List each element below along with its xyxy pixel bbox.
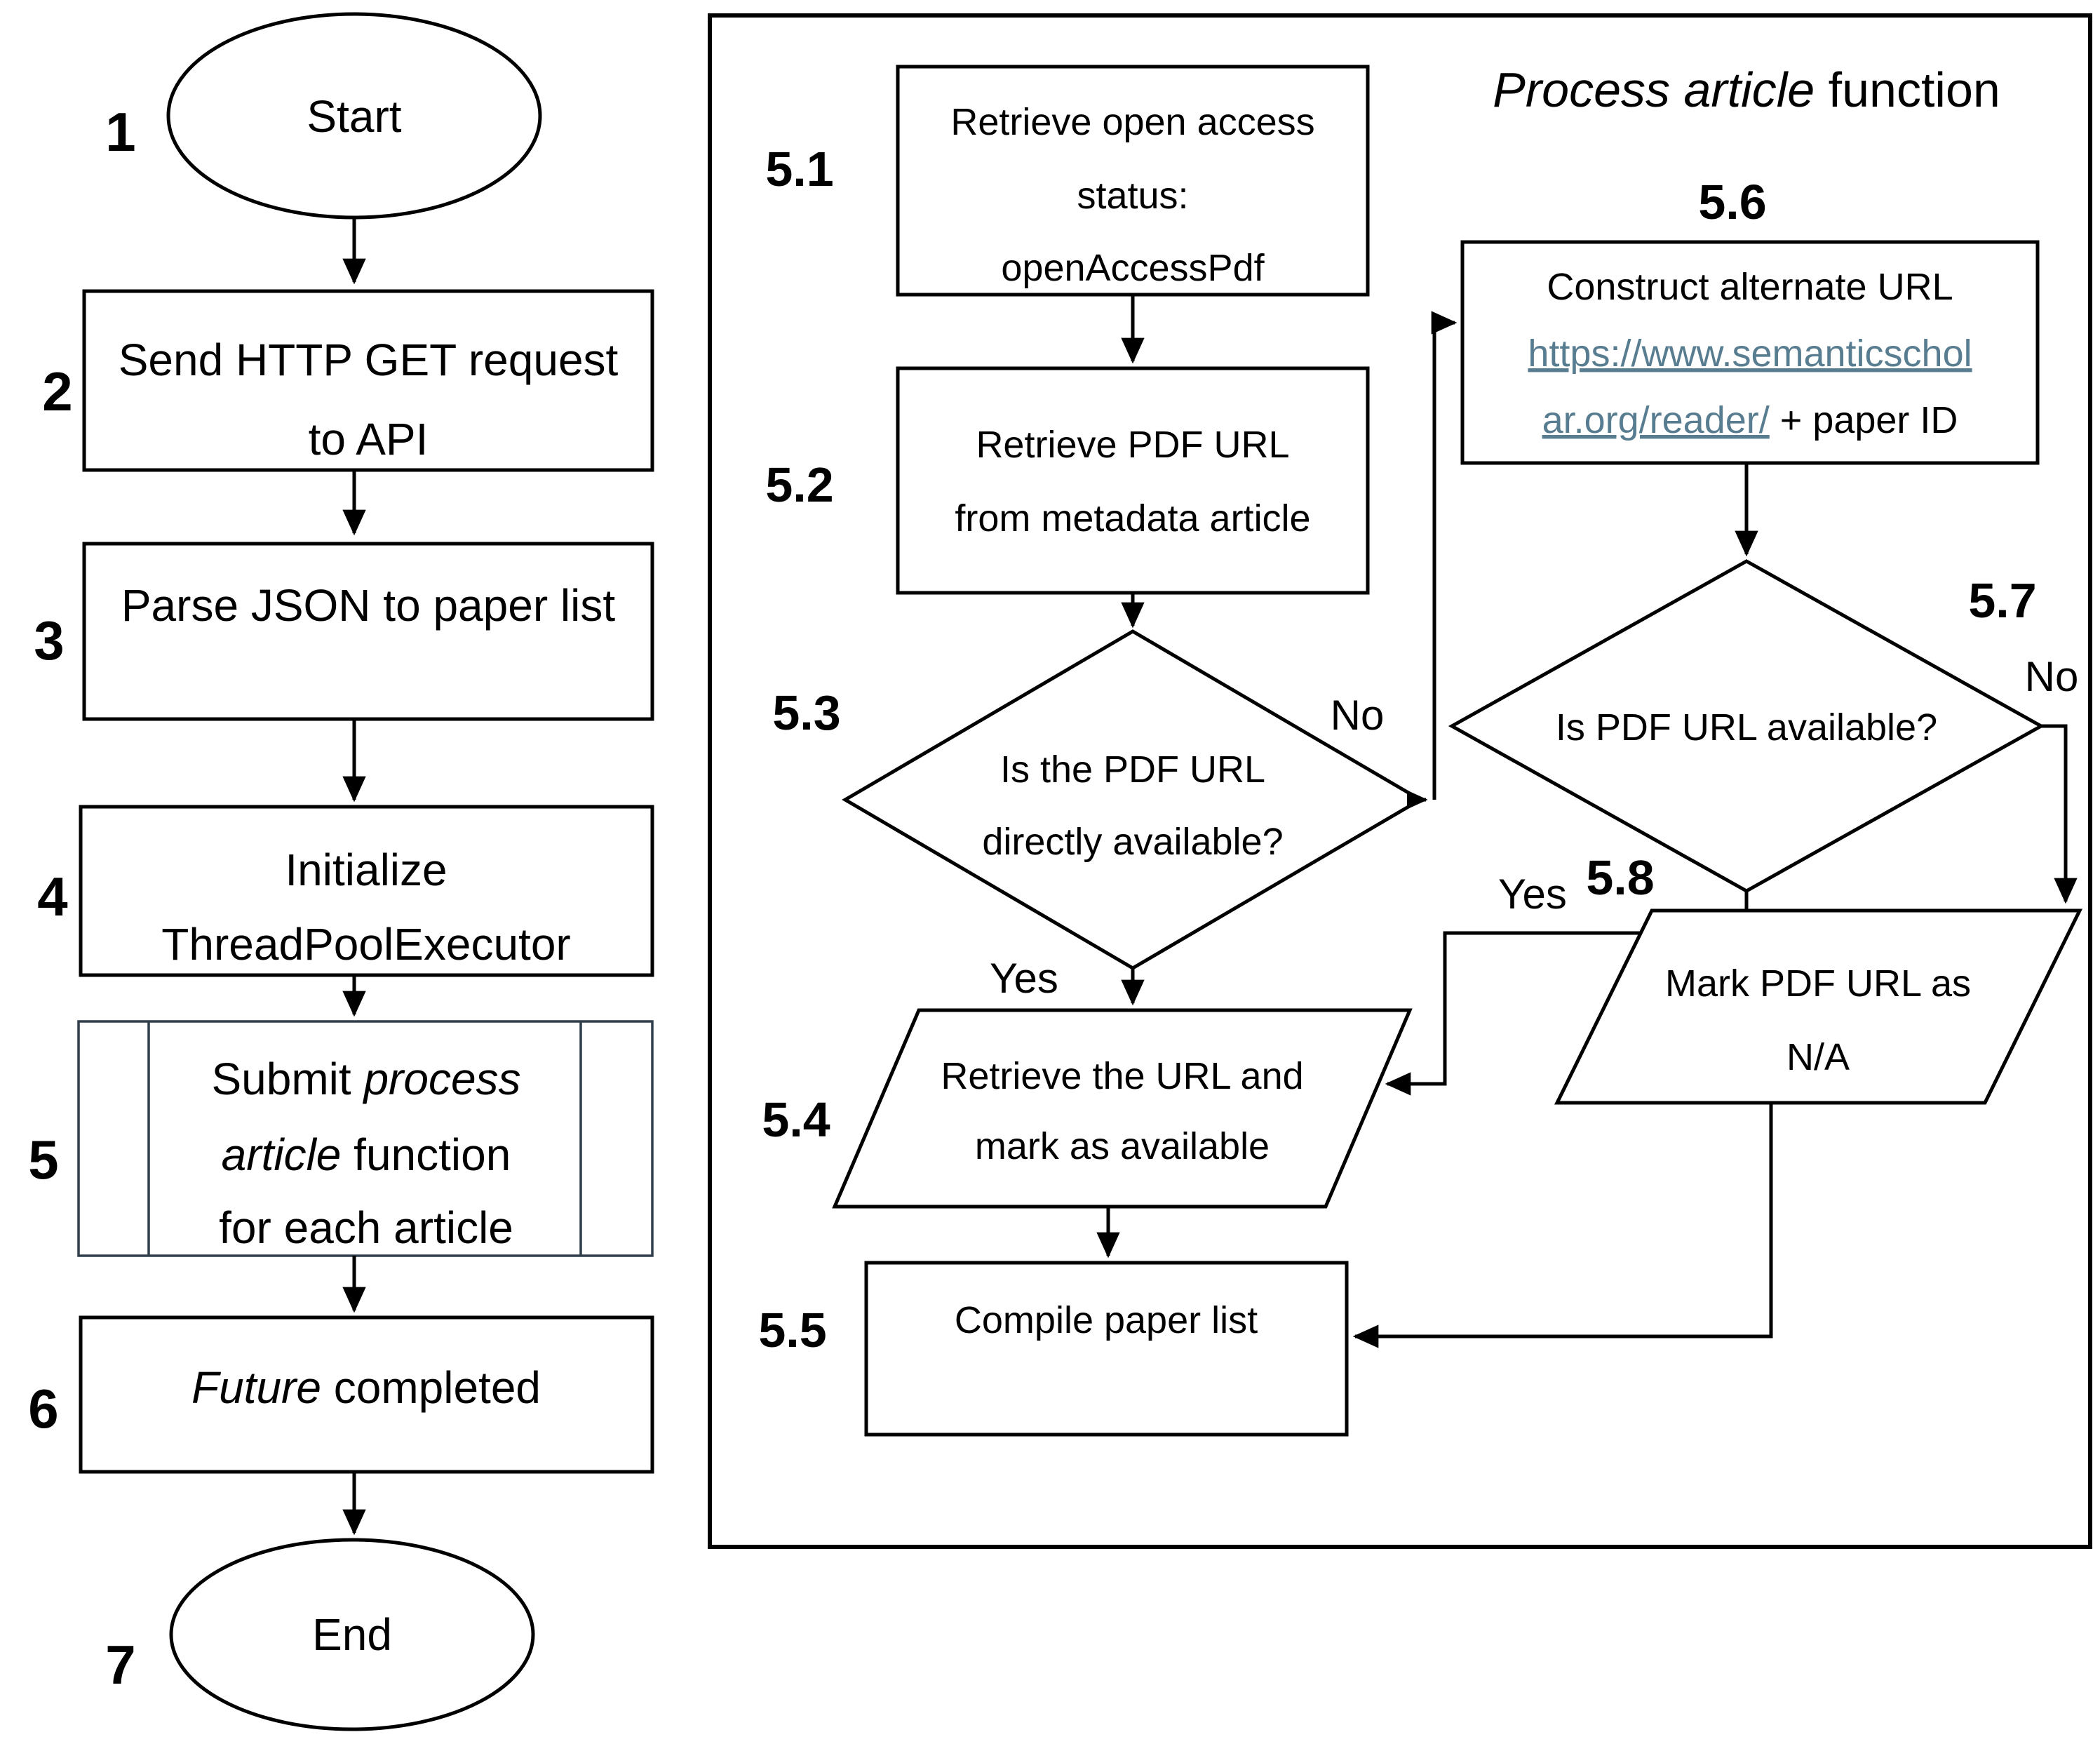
step-number-5-6: 5.6	[1698, 175, 1766, 229]
node-5-1-retrieve-open-access	[896, 65, 1370, 297]
paper-id-suffix: + paper ID	[1770, 399, 1958, 441]
node-5-8-line1: Mark PDF URL as	[1665, 962, 1971, 1005]
step-number-6: 6	[28, 1378, 58, 1440]
decision-5-7-no-label: No	[2025, 653, 2079, 700]
step-number-5: 5	[28, 1129, 58, 1190]
step-number-2: 2	[42, 361, 72, 422]
process-article-title: Process article function	[1493, 62, 2000, 117]
node-3-parse-json	[82, 542, 654, 721]
node-5-6-line3: ar.org/reader/ + paper ID	[1542, 399, 1958, 441]
node-5-line1: Submit process	[211, 1054, 520, 1104]
step-number-5-5: 5.5	[758, 1303, 826, 1357]
node-5-4-line1: Retrieve the URL and	[941, 1055, 1303, 1097]
node-5-8-line2: N/A	[1786, 1036, 1850, 1078]
node-5-2-line2: from metadata article	[955, 497, 1310, 539]
process-article-container	[708, 13, 2092, 1549]
step-number-5-1: 5.1	[765, 142, 833, 196]
end-label: End	[312, 1609, 392, 1660]
step-number-5-8: 5.8	[1586, 850, 1654, 905]
node-6-label: Future completed	[191, 1362, 541, 1413]
node-5-1-line1: Retrieve open access	[950, 101, 1314, 143]
step-number-5-7: 5.7	[1968, 573, 2036, 628]
decision-5-7-yes-label: Yes	[1498, 871, 1567, 918]
step-number-5-3: 5.3	[772, 685, 840, 740]
decision-5-3-pdf-url-directly-available	[842, 629, 1424, 970]
arrow-5-3-no-to-5-6	[1431, 311, 1458, 800]
arrow-5-8-to-5-5	[1352, 1103, 1773, 1348]
node-2-line2: to API	[309, 414, 429, 464]
semanticscholar-link-line1[interactable]: https://www.semanticschol	[1528, 333, 1972, 375]
node-5-line2: article function	[222, 1129, 511, 1180]
node-5-1-line3: openAccessPdf	[1001, 247, 1265, 289]
decision-5-7-label: Is PDF URL available?	[1556, 706, 1937, 749]
step-number-1: 1	[105, 101, 135, 163]
arrow-5-7-no-to-5-8	[2041, 724, 2078, 904]
step-number-5-2: 5.2	[765, 457, 833, 512]
decision-5-3-line1: Is the PDF URL	[1000, 749, 1265, 791]
decision-5-3-line2: directly available?	[982, 821, 1283, 863]
semanticscholar-link-line2[interactable]: ar.org/reader/	[1542, 399, 1770, 441]
node-5-submit-process-article	[77, 1020, 654, 1257]
node-5-6-link-line1: https://www.semanticschol	[1528, 333, 1972, 375]
node-3-label: Parse JSON to paper list	[121, 580, 616, 631]
step-number-4: 4	[37, 866, 67, 927]
decision-5-3-no-label: No	[1331, 692, 1385, 739]
node-2-send-http-get	[82, 289, 654, 472]
node-6-future-completed	[79, 1315, 654, 1474]
node-4-line1: Initialize	[285, 845, 447, 895]
io-5-8-mark-pdf-url-na	[1554, 908, 2083, 1105]
node-5-2-retrieve-pdf-url	[896, 366, 1370, 595]
node-5-2-line1: Retrieve PDF URL	[976, 424, 1289, 466]
end-node	[169, 1538, 535, 1731]
node-4-line2: ThreadPoolExecutor	[161, 919, 570, 970]
decision-5-3-yes-label: Yes	[990, 955, 1058, 1002]
step-number-3: 3	[34, 610, 64, 671]
node-5-5-label: Compile paper list	[955, 1299, 1258, 1341]
node-5-6-line1: Construct alternate URL	[1547, 266, 1953, 308]
start-label: Start	[307, 91, 401, 142]
step-number-5-4: 5.4	[762, 1092, 830, 1147]
node-5-6-construct-alternate-url	[1460, 240, 2040, 465]
node-5-1-line2: status:	[1077, 175, 1188, 217]
node-5-line3: for each article	[219, 1202, 513, 1253]
node-5-4-line2: mark as available	[975, 1125, 1270, 1167]
node-4-init-threadpool	[79, 805, 654, 977]
node-2-line1: Send HTTP GET request	[119, 335, 619, 385]
step-number-7: 7	[105, 1634, 135, 1696]
node-5-5-compile-paper-list	[864, 1261, 1349, 1437]
io-5-4-retrieve-url-mark-available	[832, 1008, 1413, 1209]
